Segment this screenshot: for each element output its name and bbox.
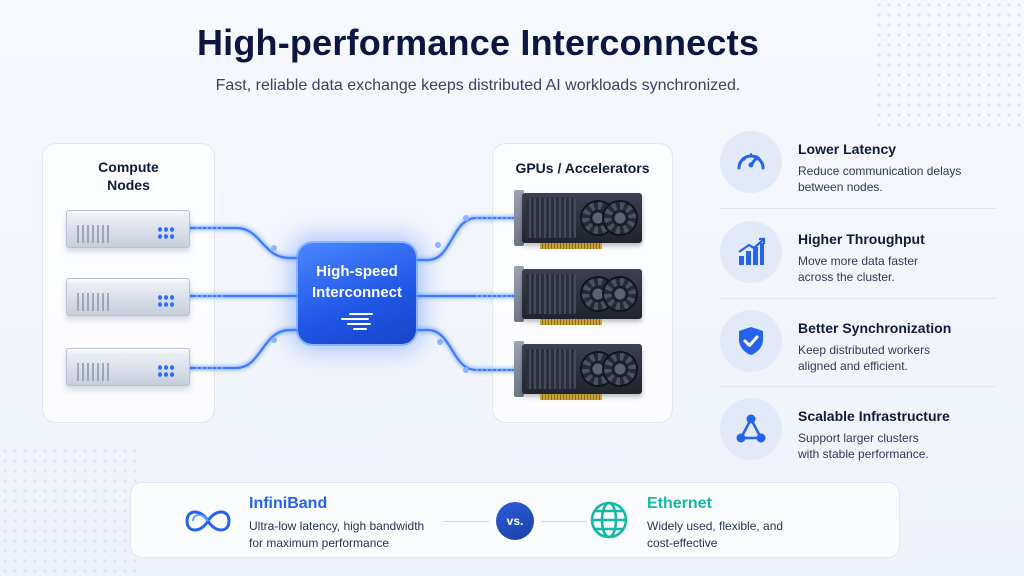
page-title: High-performance Interconnects [196,22,760,63]
gpu-contacts [540,243,602,249]
wire-gpu-3 [416,328,520,372]
gauge-icon [737,153,765,170]
feature-description: Keep distributed workers aligned and eff… [798,342,998,374]
feature-title: Better Synchronization [798,320,952,336]
wire-server-3 [184,328,300,370]
gpu-card [522,344,642,394]
speed-lines-icon [341,313,373,330]
feature-desc-line: aligned and efficient. [798,359,908,373]
bar-chart-up-icon [738,237,766,265]
gpu-bracket [514,190,524,246]
compute-nodes-title-line2: Nodes [107,177,150,193]
wire-server-1 [184,226,300,260]
ethernet-title: Ethernet [647,495,712,512]
page-subtitle: Fast, reliable data exchange keeps distr… [215,77,741,94]
vs-badge: vs. [496,502,534,540]
gpu-panel-title: GPUs / Accelerators [515,160,650,176]
feature-title: Lower Latency [798,141,897,157]
network-triangle-icon [736,414,766,443]
feature-description: Support larger clusters with stable perf… [798,430,998,462]
feature-title: Scalable Infrastructure [798,408,950,424]
compute-node-server [66,348,190,386]
infiniband-description: Ultra-low latency, high bandwidth for ma… [249,518,439,552]
infinity-loop-icon [185,510,231,532]
infiniband-title: InfiniBand [249,495,328,512]
shield-check-icon [739,327,763,355]
interconnect-hub: High-speed Interconnect [298,243,416,344]
feature-desc-line: Keep distributed workers [798,343,931,357]
vs-divider [541,521,587,522]
feature-description: Reduce communication delays between node… [798,163,998,195]
feature-divider [720,386,996,387]
feature-icon-bg [720,310,782,372]
gpu-contacts [540,394,602,400]
comparison-bar: InfiniBand Ultra-low latency, high bandw… [130,482,900,558]
gpu-bracket [514,266,524,322]
feature-desc-line: between nodes. [798,180,883,194]
feature-desc-line: Reduce communication delays [798,164,962,178]
hub-label: High-speed Interconnect [298,261,416,303]
feature-lower-latency: Lower Latency Reduce communication delay… [720,131,1000,203]
ethernet-description: Widely used, flexible, and cost-effectiv… [647,518,837,552]
feature-icon-bg [720,221,782,283]
infiniband-desc-line: for maximum performance [249,536,390,550]
hub-label-line2: Interconnect [311,284,402,301]
gpu-bracket [514,341,524,397]
feature-desc-line: with stable performance. [798,447,929,461]
decorative-dots [0,446,140,576]
feature-icon-bg [720,131,782,193]
gpu-card [522,269,642,319]
feature-scalable-infrastructure: Scalable Infrastructure Support larger c… [720,398,1000,470]
decorative-dots [874,0,1024,130]
feature-divider [720,208,996,209]
feature-divider [720,298,996,299]
compute-nodes-title-line1: Compute [98,159,159,175]
feature-title: Higher Throughput [798,231,925,247]
gpu-contacts [540,319,602,325]
gpu-card [522,193,642,243]
feature-desc-line: across the cluster. [798,270,895,284]
compute-nodes-title: Compute Nodes [43,158,214,194]
feature-desc-line: Move more data faster [798,254,919,268]
ethernet-desc-line: cost-effective [647,536,718,550]
hub-label-line1: High-speed [316,263,398,280]
compute-node-server [66,278,190,316]
feature-desc-line: Support larger clusters [798,431,919,445]
feature-description: Move more data faster across the cluster… [798,253,998,285]
globe-icon [590,501,628,539]
compute-node-server [66,210,190,248]
ethernet-desc-line: Widely used, flexible, and [647,519,784,533]
wire-gpu-1 [416,216,520,262]
feature-higher-throughput: Higher Throughput Move more data faster … [720,221,1000,293]
feature-icon-bg [720,398,782,460]
infiniband-desc-line: Ultra-low latency, high bandwidth [249,519,425,533]
feature-better-synchronization: Better Synchronization Keep distributed … [720,310,1000,382]
vs-divider [443,521,489,522]
